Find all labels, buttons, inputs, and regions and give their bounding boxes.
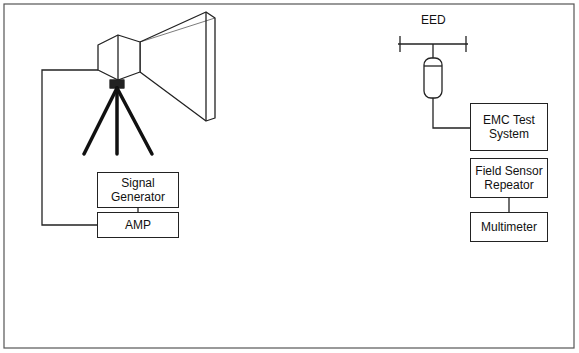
box-label: AMP [125,218,151,232]
tripod [84,88,152,154]
connector-line [508,198,509,212]
process-box: EMC Test System [470,103,548,151]
antenna-cable [42,70,98,225]
box-label: Field Sensor Repeator [475,164,543,192]
eed-cable [433,98,470,128]
part-label: EED [421,13,446,27]
process-box: Signal Generator [97,172,179,208]
box-label: Multimeter [481,220,537,234]
process-box: Multimeter [470,212,548,242]
outer-frame [4,4,574,348]
box-label: Signal Generator [102,176,174,204]
box-label: EMC Test System [475,113,543,141]
process-box: Field Sensor Repeator [470,158,548,198]
eed-symbol [398,36,468,98]
process-box: AMP [97,212,179,238]
